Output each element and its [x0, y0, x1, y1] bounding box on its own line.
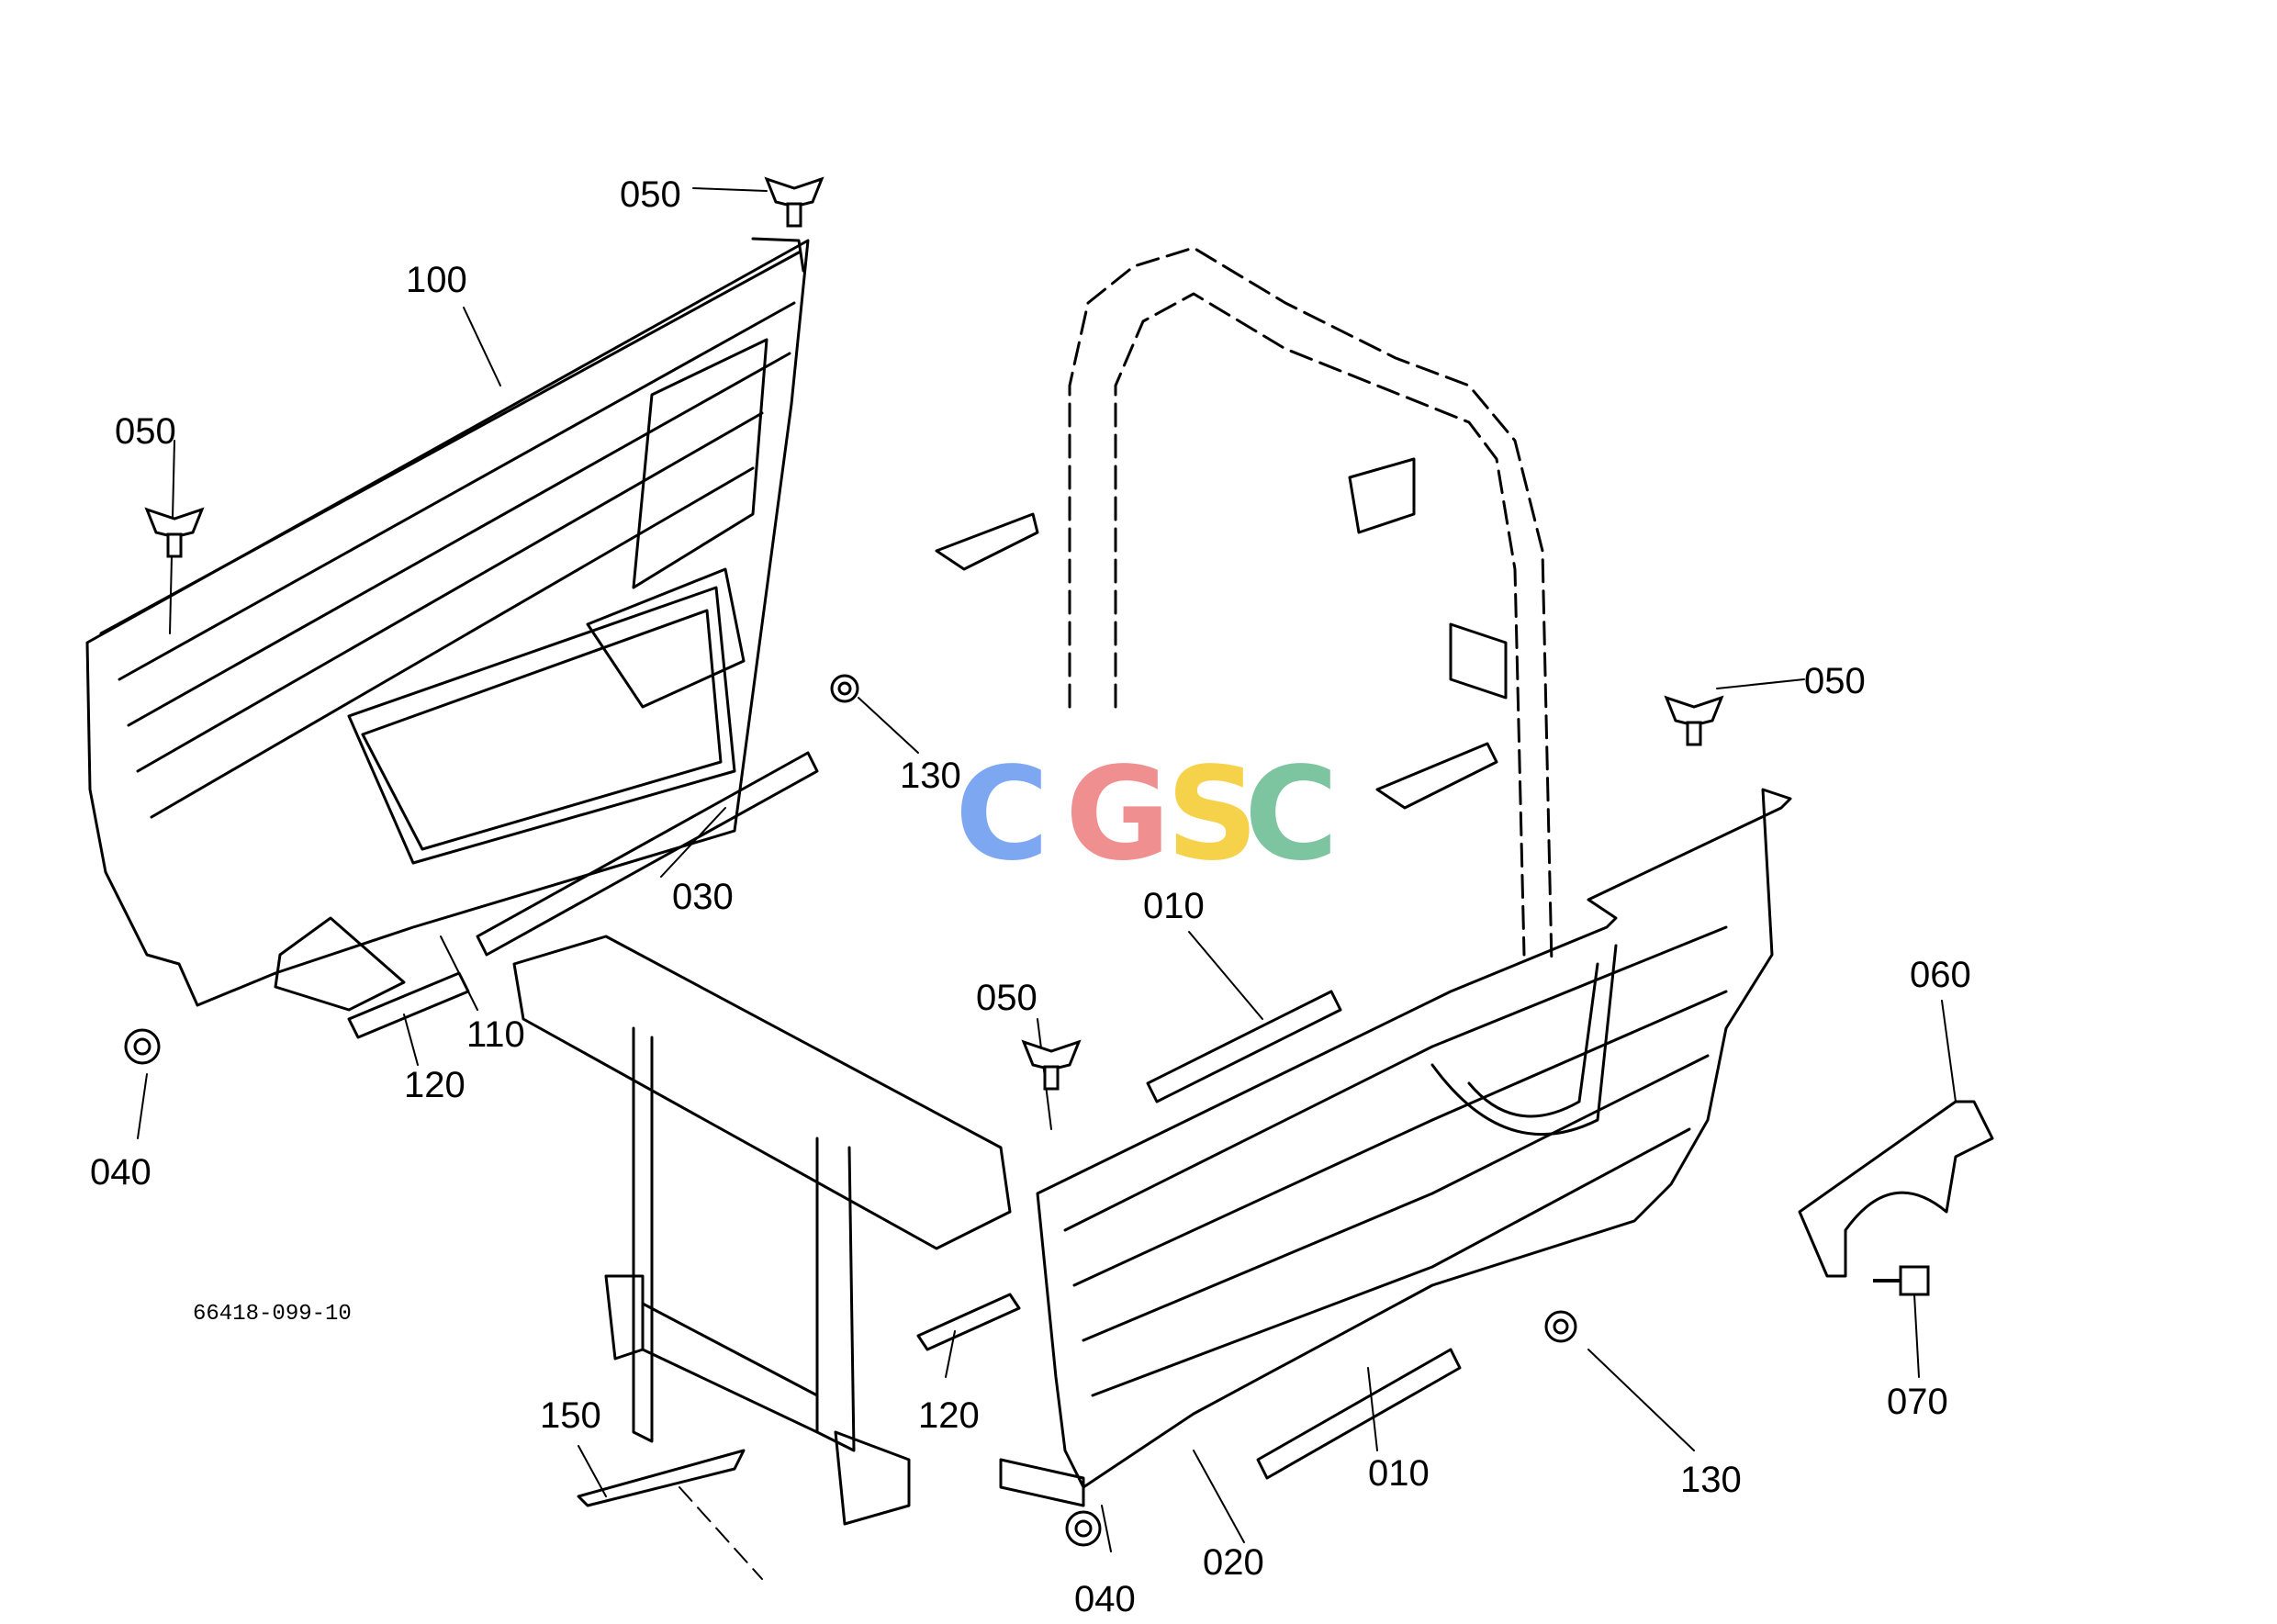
callout-050-top: 050	[620, 174, 681, 215]
callout-010-top: 010	[1143, 886, 1205, 926]
callout-120-bottom: 120	[918, 1395, 980, 1436]
callout-060: 060	[1910, 955, 1971, 995]
callout-130-mid: 130	[900, 756, 961, 796]
callout-150: 150	[540, 1395, 601, 1436]
document-number: 66418-099-10	[193, 1302, 352, 1327]
callout-030: 030	[672, 877, 734, 917]
callout-labels: 050 100 050 130 030 110 120 040 050 010 …	[90, 174, 1971, 1619]
callout-010-bottom: 010	[1368, 1453, 1430, 1494]
watermark-letter: G	[1065, 740, 1171, 890]
callout-040-left: 040	[90, 1152, 151, 1193]
right-side-panel	[999, 788, 1792, 1507]
left-side-panel	[85, 237, 810, 1012]
nut-icon	[124, 1028, 161, 1065]
fasteners	[124, 176, 1930, 1547]
rops-brackets	[935, 457, 1508, 810]
wing-bolt-icon	[764, 176, 824, 228]
callout-130-right: 130	[1680, 1460, 1742, 1500]
callout-110: 110	[466, 1014, 525, 1055]
nut-icon	[1065, 1510, 1102, 1547]
callout-050-center: 050	[976, 978, 1038, 1018]
wing-bolt-icon	[1021, 1039, 1082, 1091]
nut-icon	[1544, 1310, 1577, 1343]
watermark-logo: C G S C	[955, 740, 1339, 890]
callout-050-left: 050	[115, 411, 176, 452]
rops-frame	[1068, 246, 1554, 966]
bolt-icon	[1873, 1265, 1930, 1296]
callout-040-bottom: 040	[1074, 1579, 1136, 1619]
callout-050-right: 050	[1804, 661, 1866, 701]
watermark-letter: S	[1166, 740, 1259, 890]
floor-frame	[512, 935, 1012, 1526]
rear-plate	[1798, 1100, 1994, 1278]
watermark-letter: C	[955, 740, 1049, 890]
callout-020: 020	[1203, 1542, 1264, 1583]
nut-icon	[830, 674, 859, 703]
wing-bolt-icon	[1664, 695, 1724, 746]
watermark-letter: C	[1244, 740, 1339, 890]
callout-070: 070	[1887, 1382, 1948, 1422]
wing-bolt-icon	[144, 507, 205, 558]
callout-120-left: 120	[404, 1065, 465, 1105]
callout-100: 100	[406, 260, 467, 300]
